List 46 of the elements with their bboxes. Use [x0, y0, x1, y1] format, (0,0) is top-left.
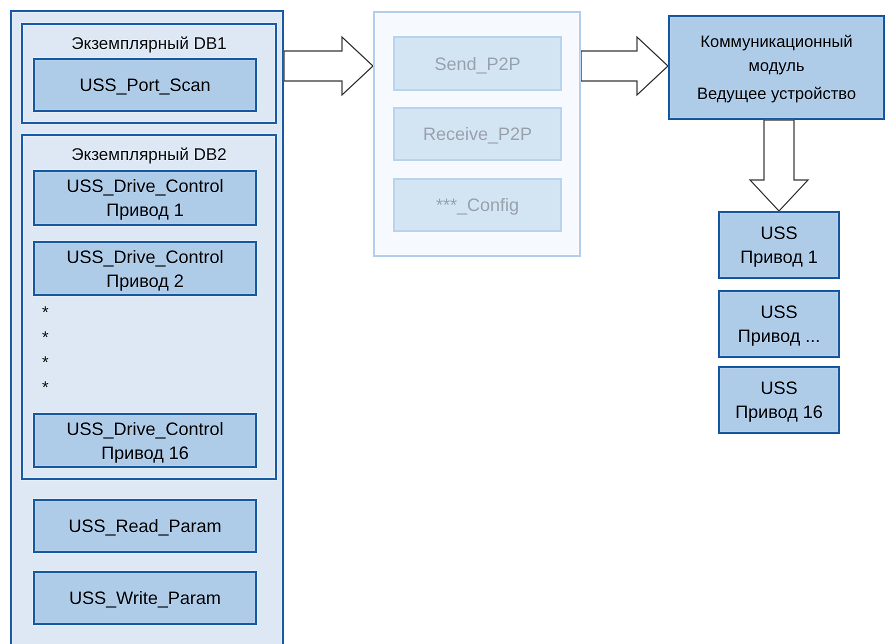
- module-box: [668, 15, 885, 120]
- block-box: [718, 211, 840, 279]
- block-arrow: [748, 119, 810, 212]
- block-box: [718, 366, 840, 434]
- block-label: USS: [760, 222, 798, 245]
- block-label: Send_P2P: [434, 52, 521, 76]
- block-box: [33, 413, 257, 468]
- block-label: Привод 1: [740, 246, 818, 269]
- block-label: USS_Drive_Control: [66, 246, 224, 268]
- block-label: USS: [760, 301, 798, 324]
- group-box: [21, 134, 277, 480]
- group-title: Экземплярный DB1: [70, 33, 228, 55]
- ellipsis-mark: *: [42, 353, 49, 373]
- panel-box: [373, 11, 581, 257]
- block-label: Привод 1: [106, 199, 184, 222]
- block-label: ***_Config: [436, 194, 520, 217]
- block-box: [33, 571, 257, 625]
- block-box: [33, 241, 257, 296]
- block-label: Receive_P2P: [422, 123, 532, 146]
- block-label: Привод 16: [735, 401, 823, 424]
- block-label: USS_Drive_Control: [66, 418, 224, 440]
- group-title: Экземплярный DB2: [70, 144, 228, 166]
- block-label: Привод 2: [106, 270, 184, 292]
- block-box: [393, 107, 562, 161]
- block-box: [718, 290, 840, 358]
- block-label: USS: [760, 377, 798, 400]
- ellipsis-mark: *: [42, 303, 49, 323]
- panel-box: [10, 10, 284, 644]
- block-label: Привод ...: [738, 325, 820, 348]
- ellipsis-mark: *: [42, 328, 49, 348]
- block-label: USS_Drive_Control: [66, 175, 224, 198]
- block-arrow: [283, 36, 374, 96]
- block-box: [33, 499, 257, 553]
- block-label: Привод 16: [101, 442, 189, 464]
- block-label: USS_Write_Param: [69, 587, 221, 610]
- block-box: [33, 58, 257, 112]
- block-label: USS_Read_Param: [68, 515, 222, 538]
- group-box: [21, 23, 277, 124]
- block-arrow: [580, 36, 669, 96]
- block-label: Ведущее устройство: [696, 84, 856, 104]
- block-box: [393, 36, 562, 91]
- block-box: [393, 178, 562, 232]
- block-label: USS_Port_Scan: [79, 74, 211, 97]
- ellipsis-mark: *: [42, 378, 49, 398]
- block-box: [33, 170, 257, 226]
- block-label: Коммуникационный модуль: [699, 32, 854, 76]
